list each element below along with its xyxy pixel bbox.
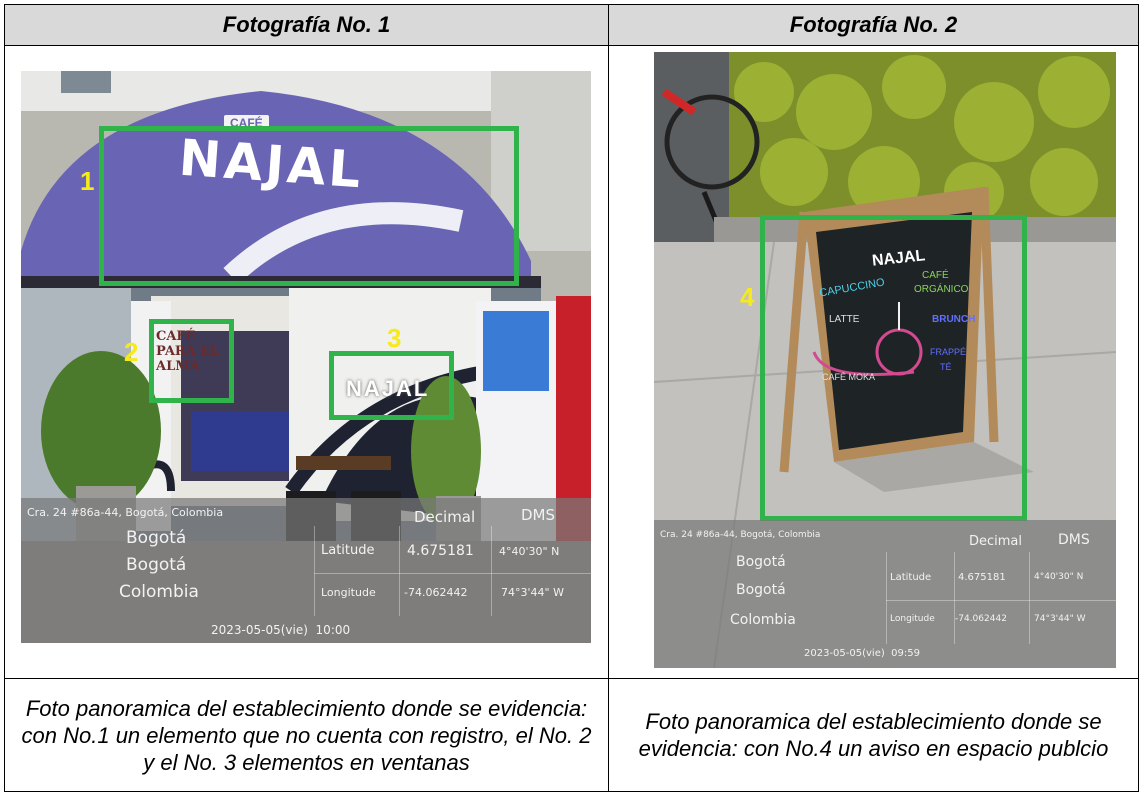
photo2-cell: NAJAL CAPUCCINO CAFÉ ORGÁNICO LATTE BRUN… [608, 45, 1139, 679]
board-word-3: ORGÁNICO [914, 284, 969, 295]
photo2-caption: Foto panoramica del establecimiento dond… [608, 678, 1139, 792]
marker-1: 1 [80, 166, 95, 196]
photo2-image: NAJAL CAPUCCINO CAFÉ ORGÁNICO LATTE BRUN… [654, 52, 1116, 668]
board-word-5: BRUNCH [932, 314, 976, 325]
geotag2-address: Cra. 24 #86a-44, Bogotá, Colombia [660, 530, 821, 540]
geotag2-lon-label: Longitude [890, 614, 935, 624]
board-word-6: CAFÉ MOKA [822, 372, 876, 382]
geotag2-region: Bogotá [736, 582, 786, 598]
geotag2-city: Bogotá [736, 554, 786, 570]
board-word-8: TÉ [940, 362, 952, 372]
geotag-overlay-2: Cra. 24 #86a-44, Bogotá, Colombia Bogotá… [654, 520, 1116, 668]
photo1-image: CAFÉ NAJAL CAFÉ PARA EL ALMA NAJAL 1 2 3… [21, 71, 591, 643]
geotag-col-decimal: Decimal [414, 508, 476, 526]
photo1-caption: Foto panoramica del establecimiento dond… [4, 678, 609, 792]
geotag2-country: Colombia [730, 612, 796, 628]
marker-4: 4 [740, 282, 755, 312]
geotag-city: Bogotá [126, 528, 187, 548]
geotag2-col-dms: DMS [1058, 532, 1090, 548]
photo2-header: Fotografía No. 2 [608, 4, 1139, 46]
geotag-col-dms: DMS [521, 506, 556, 524]
highlight-box-4 [760, 215, 1027, 521]
geotag-overlay: Cra. 24 #86a-44, Bogotá, Colombia Bogotá… [21, 498, 591, 643]
marker-2: 2 [124, 337, 139, 367]
photo1-header: Fotografía No. 1 [4, 4, 609, 46]
geotag-lon-dms: 74°3'44" W [501, 586, 564, 599]
geotag2-lat-label: Latitude [890, 572, 932, 583]
geotag2-lat-dms: 4°40'30" N [1034, 572, 1084, 582]
geotag-lat-label: Latitude [321, 543, 375, 558]
photo1-cell: CAFÉ NAJAL CAFÉ PARA EL ALMA NAJAL 1 2 3… [4, 45, 609, 679]
window-sign-text: CAFÉ PARA EL ALMA [156, 329, 220, 374]
geotag2-lon-decimal: -74.062442 [955, 614, 1007, 624]
geotag-timestamp: 2023-05-05(vie) 10:00 [211, 623, 351, 637]
highlight-box-1 [99, 126, 519, 286]
geotag-country: Colombia [119, 582, 199, 602]
marker-3: 3 [387, 323, 402, 353]
highlight-box-2 [149, 319, 234, 403]
highlight-box-3 [329, 351, 454, 420]
evidence-table: Fotografía No. 1 Fotografía No. 2 [4, 4, 1139, 792]
board-word-2: CAFÉ [922, 270, 949, 281]
geotag-lat-decimal: 4.675181 [407, 543, 474, 559]
board-word-4: LATTE [829, 314, 860, 325]
geotag-lat-dms: 4°40'30" N [499, 545, 560, 558]
geotag2-lon-dms: 74°3'44" W [1034, 614, 1086, 624]
geotag2-lat-decimal: 4.675181 [958, 572, 1006, 583]
geotag-region: Bogotá [126, 555, 187, 575]
geotag-lon-label: Longitude [321, 586, 376, 599]
geotag-lon-decimal: -74.062442 [404, 586, 468, 599]
board-word-7: FRAPPÉ [930, 347, 967, 357]
geotag2-col-decimal: Decimal [969, 534, 1023, 549]
geotag2-timestamp: 2023-05-05(vie) 09:59 [804, 648, 920, 659]
window-logo-text: NAJAL [346, 376, 430, 401]
geotag-address: Cra. 24 #86a-44, Bogotá, Colombia [27, 506, 224, 519]
